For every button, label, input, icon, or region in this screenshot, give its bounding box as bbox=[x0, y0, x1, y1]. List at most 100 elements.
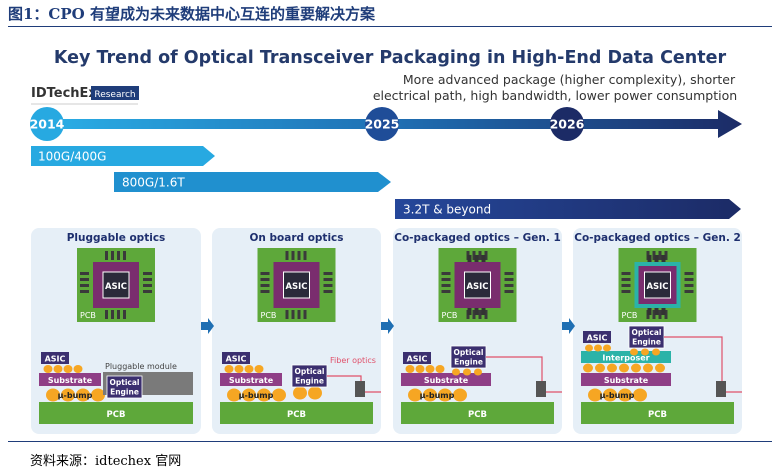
ubump bbox=[61, 388, 75, 402]
optical-engine-top bbox=[467, 255, 472, 262]
bump bbox=[63, 365, 73, 373]
pin bbox=[117, 251, 120, 260]
pin bbox=[260, 284, 270, 287]
pin bbox=[441, 284, 451, 287]
bump bbox=[463, 368, 471, 376]
year-node bbox=[30, 107, 64, 141]
ubump bbox=[618, 388, 632, 402]
pin bbox=[472, 310, 476, 319]
pin bbox=[143, 278, 152, 281]
optical-engine-label: Engine bbox=[295, 377, 324, 386]
fiber-optics-label: Fiber optics bbox=[330, 356, 376, 365]
pin bbox=[80, 278, 89, 281]
pcb-board-label: PCB bbox=[468, 410, 487, 420]
pin bbox=[123, 310, 126, 319]
pin bbox=[478, 251, 482, 260]
fiber-optic-line bbox=[486, 356, 562, 393]
bump bbox=[224, 365, 234, 373]
pin bbox=[80, 284, 89, 287]
bump bbox=[43, 365, 53, 373]
bump bbox=[643, 363, 653, 373]
fiber-optic-line bbox=[664, 336, 742, 393]
ubump bbox=[76, 388, 90, 402]
pin bbox=[621, 290, 631, 293]
pin bbox=[260, 272, 270, 275]
bump bbox=[452, 368, 460, 376]
optical-engine-label: Optical bbox=[110, 378, 140, 387]
fiber-connector bbox=[716, 381, 726, 397]
pin bbox=[658, 251, 662, 260]
pluggable-module-label: Pluggable module bbox=[105, 362, 177, 371]
fiber-connector bbox=[536, 381, 546, 397]
speed-bar-label: 3.2T & beyond bbox=[403, 203, 491, 217]
pin bbox=[684, 284, 694, 287]
asic-label: ASIC bbox=[285, 282, 307, 292]
optical-engine bbox=[106, 375, 143, 399]
pin bbox=[105, 251, 108, 260]
pin bbox=[291, 310, 295, 319]
asic-side bbox=[403, 352, 431, 364]
pcb-top-label: PCB bbox=[261, 311, 277, 320]
bump bbox=[631, 363, 641, 373]
pin bbox=[658, 310, 662, 319]
logo-badge-text: Research bbox=[94, 90, 135, 100]
trend-note-line2: electrical path, high bandwidth, lower p… bbox=[373, 88, 737, 103]
substrate-label: Substrate bbox=[424, 376, 469, 385]
ubump bbox=[308, 386, 322, 400]
pin bbox=[684, 278, 694, 281]
panel-title: Co-packaged optics – Gen. 1 bbox=[394, 232, 561, 244]
pin bbox=[297, 310, 301, 319]
bump bbox=[244, 365, 254, 373]
ubump bbox=[633, 388, 647, 402]
logo-badge bbox=[91, 86, 139, 100]
ubump-label: μ-bump bbox=[239, 391, 274, 400]
ubump bbox=[293, 386, 307, 400]
asic-label: ASIC bbox=[105, 282, 127, 292]
pcb-board-label: PCB bbox=[107, 410, 126, 420]
panel-title: On board optics bbox=[249, 232, 343, 244]
ubump bbox=[438, 388, 452, 402]
ubump bbox=[423, 388, 437, 402]
asic-die bbox=[464, 271, 491, 299]
pin bbox=[441, 272, 451, 275]
optical-engine-label: Optical bbox=[295, 367, 325, 376]
substrate bbox=[581, 373, 671, 386]
speed-bar bbox=[31, 146, 215, 166]
optical-engine-top bbox=[481, 308, 486, 315]
pin bbox=[504, 290, 514, 293]
pin bbox=[504, 284, 514, 287]
pin bbox=[260, 278, 270, 281]
bump bbox=[415, 365, 425, 373]
ubump bbox=[408, 388, 422, 402]
pin bbox=[303, 310, 307, 319]
footer-rule bbox=[8, 441, 772, 442]
pin bbox=[123, 251, 126, 260]
asic-side bbox=[41, 352, 69, 364]
pcb-board bbox=[581, 402, 734, 424]
bump bbox=[603, 344, 611, 352]
optical-engine-label: Optical bbox=[632, 328, 662, 337]
panel-on-board-optics: On board opticsPCBASICPCBμ-bumpSubstrate… bbox=[212, 228, 381, 434]
substrate-label: Substrate bbox=[48, 376, 93, 385]
pin bbox=[504, 278, 514, 281]
pin bbox=[143, 284, 152, 287]
flow-arrow bbox=[201, 318, 214, 334]
asic-side bbox=[222, 352, 250, 364]
asic-side bbox=[583, 331, 611, 343]
optical-engine-label: Engine bbox=[454, 358, 483, 367]
pin bbox=[441, 290, 451, 293]
pin bbox=[484, 310, 488, 319]
ubump-label: μ-bump bbox=[420, 391, 455, 400]
ubump bbox=[257, 388, 271, 402]
pin bbox=[323, 290, 333, 293]
pin bbox=[105, 310, 108, 319]
ubump-label: μ-bump bbox=[58, 391, 93, 400]
pin bbox=[621, 278, 631, 281]
pin bbox=[143, 290, 152, 293]
asic-side-label: ASIC bbox=[226, 355, 247, 364]
bump bbox=[435, 365, 445, 373]
bump bbox=[641, 348, 649, 356]
asic-side-label: ASIC bbox=[587, 334, 608, 343]
substrate bbox=[39, 373, 101, 386]
